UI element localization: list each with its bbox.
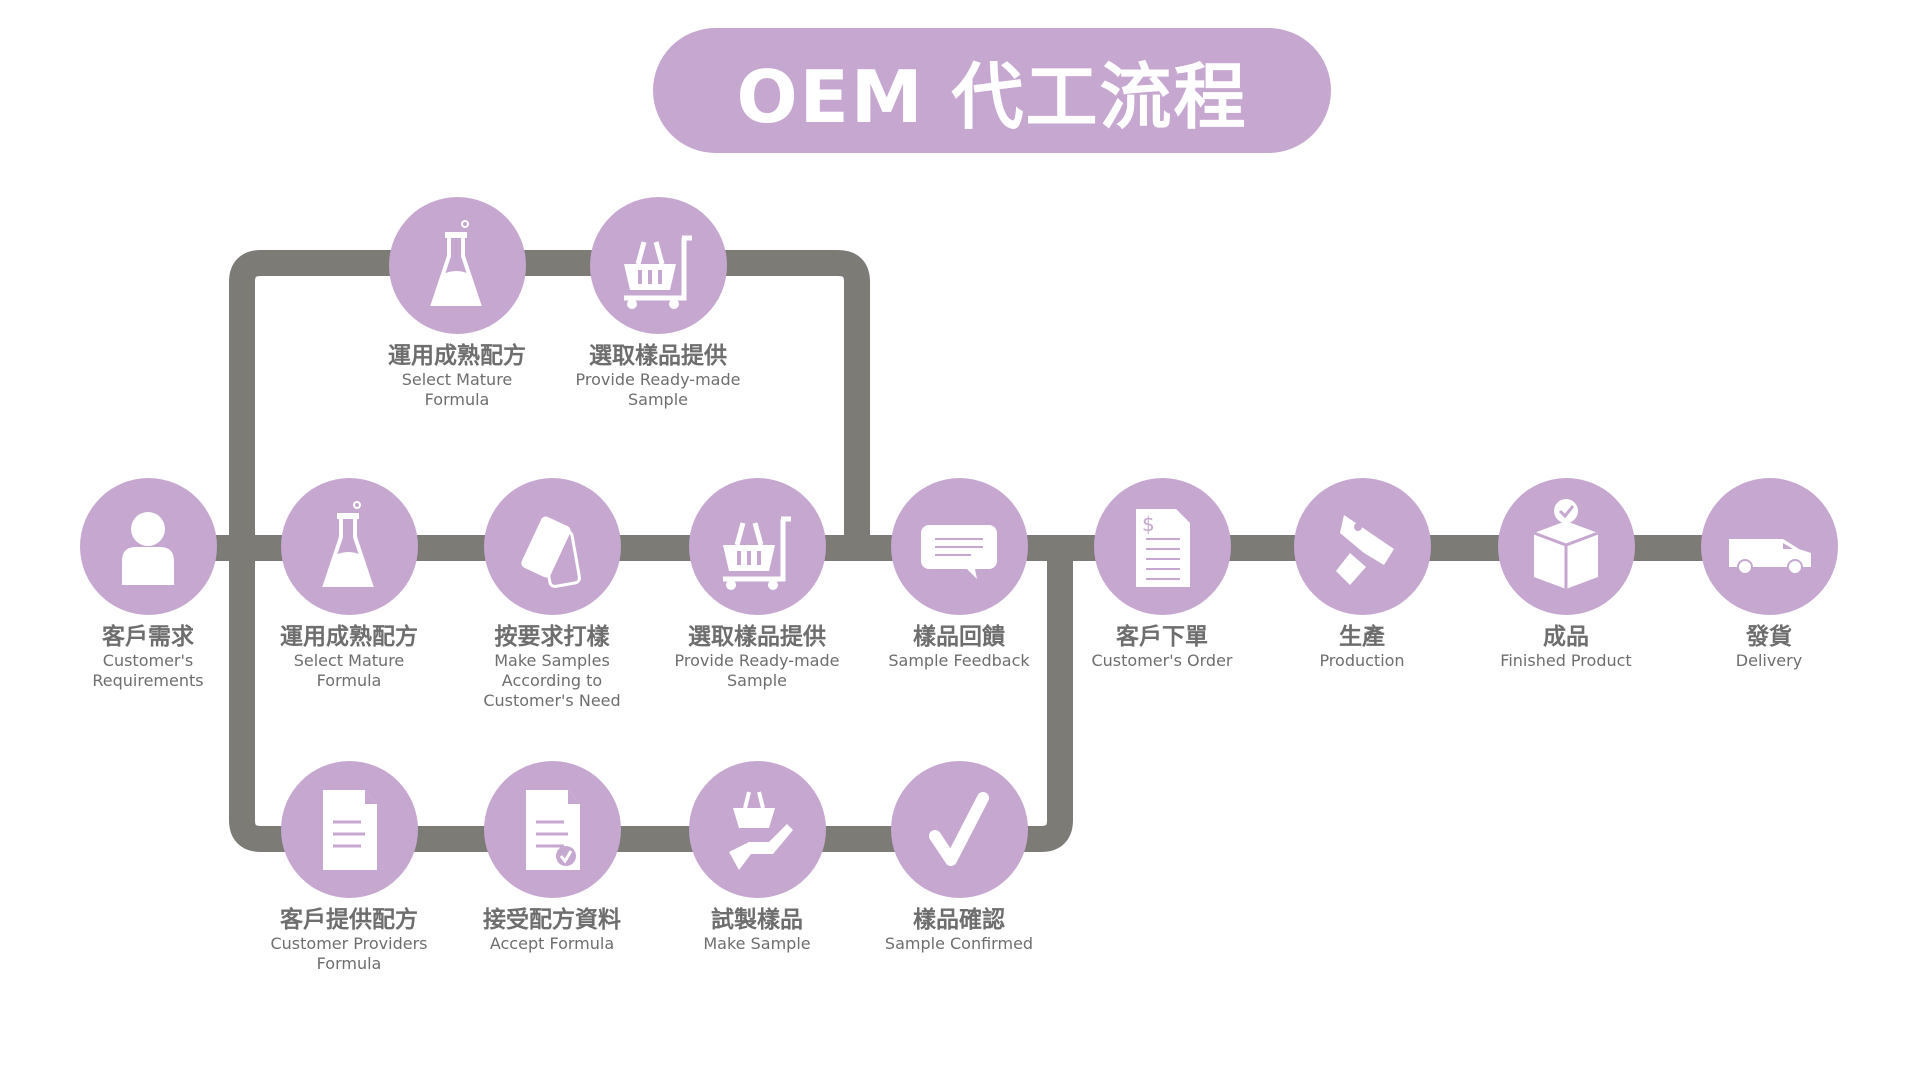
- shopping-cart-icon: [624, 235, 692, 309]
- upper-branch-line: [229, 250, 870, 548]
- box-check-icon: [1533, 498, 1599, 589]
- message-icon: [921, 524, 997, 579]
- step-circle: [890, 478, 1028, 615]
- page-title: OEM 代工流程: [736, 55, 1248, 139]
- document-check-icon: [526, 789, 580, 870]
- step-label-zh: 試製樣品: [711, 907, 803, 933]
- step-accept-formula: 接受配方資料 Accept Formula: [442, 761, 662, 954]
- step-label-zh: 選取樣品提供: [688, 624, 826, 650]
- person-icon: [122, 511, 174, 585]
- step-label-en: Sample Feedback: [888, 651, 1030, 670]
- step-label-zh: 客戶下單: [1116, 624, 1208, 650]
- step-label-zh: 運用成熟配方: [388, 343, 526, 369]
- step-customer-requirements: 客戶需求 Customer's Requirements: [38, 478, 258, 691]
- step-circle: [483, 478, 621, 615]
- step-label-zh: 選取樣品提供: [589, 343, 727, 369]
- step-label-en: Customer's Order: [1091, 651, 1233, 670]
- step-circle: [890, 761, 1028, 898]
- flask-icon: [322, 500, 374, 587]
- step-label-en: Select Mature Formula: [293, 651, 405, 690]
- step-label-en: Make Samples According to Customer's Nee…: [483, 651, 621, 710]
- step-label-zh: 樣品確認: [913, 907, 1005, 933]
- step-production: 生產 Production: [1252, 478, 1472, 671]
- step-label-en: Sample Confirmed: [884, 934, 1034, 953]
- invoice-icon: $: [1136, 508, 1190, 587]
- step-circle: [688, 761, 826, 898]
- step-sample-confirmed: 樣品確認 Sample Confirmed: [849, 761, 1069, 954]
- step-label-en: Customer Providers Formula: [270, 934, 428, 973]
- step-circle: [1497, 478, 1635, 615]
- lower-branch-line: [229, 548, 1073, 852]
- step-customer-order: $ 客戶下單 Customer's Order: [1052, 478, 1272, 671]
- step-label-zh: 客戶需求: [102, 624, 194, 650]
- step-circle: [280, 478, 418, 615]
- step-label-zh: 發貨: [1746, 624, 1792, 650]
- step-label-en: Make Sample: [703, 934, 811, 953]
- checkmark-icon: [929, 791, 989, 866]
- step-sample-feedback: 樣品回饋 Sample Feedback: [849, 478, 1069, 671]
- step-top-select-mature-formula: 運用成熟配方 Select Mature Formula: [347, 197, 567, 410]
- document-icon: [323, 789, 377, 870]
- shopping-cart-icon: [723, 516, 791, 590]
- step-circle: [388, 197, 526, 334]
- step-label-zh: 生產: [1339, 624, 1385, 650]
- step-provide-ready-made-sample: 選取樣品提供 Provide Ready-made Sample: [647, 478, 867, 691]
- step-label-zh: 按要求打樣: [494, 624, 610, 650]
- step-select-mature-formula: 運用成熟配方 Select Mature Formula: [239, 478, 459, 691]
- step-label-en: Delivery: [1735, 651, 1803, 670]
- step-circle: [280, 761, 418, 898]
- step-finished-product: 成品 Finished Product: [1456, 478, 1676, 671]
- step-label-zh: 成品: [1543, 624, 1589, 650]
- step-label-en: Accept Formula: [489, 934, 615, 953]
- step-label-en: Select Mature Formula: [401, 370, 513, 409]
- hand-basket-icon: [729, 791, 793, 870]
- step-label-en: Finished Product: [1500, 651, 1632, 670]
- step-top-provide-ready-made-sample: 選取樣品提供 Provide Ready-made Sample: [548, 197, 768, 410]
- step-label-zh: 樣品回饋: [913, 624, 1005, 650]
- step-circle: [1700, 478, 1838, 615]
- step-customer-provides-formula: 客戶提供配方 Customer Providers Formula: [239, 761, 459, 974]
- step-delivery: 發貨 Delivery: [1659, 478, 1879, 671]
- step-label-en: Provide Ready-made Sample: [674, 651, 840, 690]
- step-circle: $: [1093, 478, 1231, 615]
- step-make-samples-according: 按要求打樣 Make Samples According to Customer…: [442, 478, 662, 711]
- step-circle: [483, 761, 621, 898]
- svg-text:$: $: [1142, 512, 1155, 536]
- step-circle: [1293, 478, 1431, 615]
- van-icon: [1729, 538, 1811, 575]
- flask-icon: [430, 219, 482, 306]
- step-circle: [79, 478, 217, 615]
- title-banner: OEM 代工流程: [653, 28, 1331, 153]
- step-label-zh: 運用成熟配方: [280, 624, 418, 650]
- step-make-sample: 試製樣品 Make Sample: [647, 761, 867, 954]
- step-label-en: Provide Ready-made Sample: [575, 370, 741, 409]
- spray-gun-icon: [1336, 514, 1394, 585]
- step-label-en: Production: [1319, 651, 1405, 670]
- tag-icon: [521, 516, 581, 588]
- step-label-en: Customer's Requirements: [92, 651, 204, 690]
- step-label-zh: 客戶提供配方: [280, 907, 418, 933]
- step-label-zh: 接受配方資料: [483, 907, 621, 933]
- step-circle: [589, 197, 727, 334]
- step-circle: [688, 478, 826, 615]
